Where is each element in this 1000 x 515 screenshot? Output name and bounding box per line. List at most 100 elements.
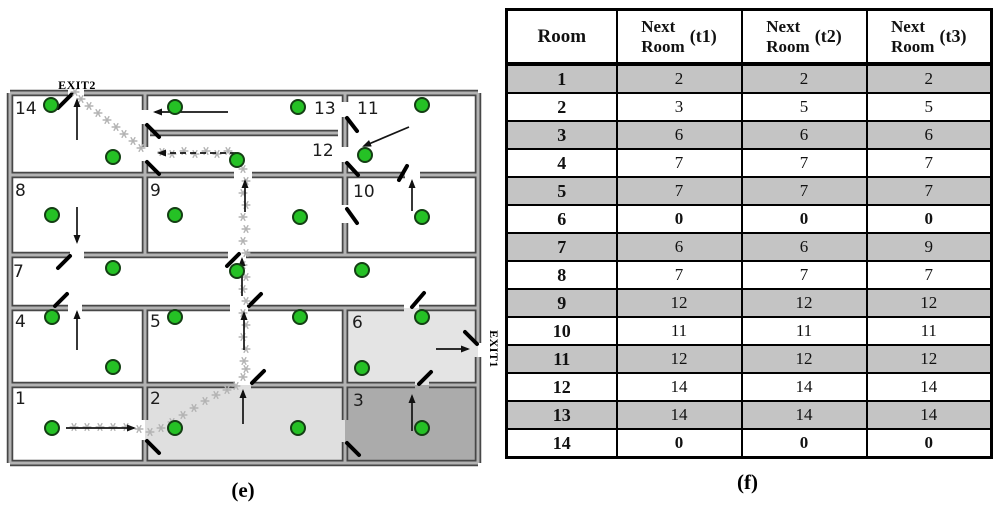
room-cell: 9 (505, 288, 618, 318)
next-room-cell: 0 (740, 204, 868, 234)
occupant-dot (292, 209, 308, 225)
occupant-dot (167, 99, 183, 115)
next-room-cell: 0 (740, 428, 868, 459)
room-cell: 5 (505, 176, 618, 206)
next-room-cell: 2 (740, 63, 868, 94)
door-2-3 (345, 441, 361, 457)
occupant-dot (105, 260, 121, 276)
path-star (156, 423, 166, 433)
path-star (95, 422, 105, 432)
next-room-cell: 0 (865, 428, 993, 459)
occupant-dot (167, 309, 183, 325)
room-cell: 8 (505, 260, 618, 290)
occupant-dot (290, 420, 306, 436)
path-star (241, 364, 251, 374)
door-9-7 (225, 252, 241, 268)
door-marks (53, 92, 479, 457)
path-star (84, 101, 94, 111)
path-star (111, 122, 121, 132)
path-star (157, 147, 167, 157)
occupant-dot (354, 262, 370, 278)
room-cell: 10 (505, 316, 618, 346)
next-room-cell: 7 (865, 260, 993, 290)
path-star (238, 212, 248, 222)
path-star (119, 129, 129, 139)
door-10-11 (397, 164, 409, 182)
right-caption: (f) (737, 470, 758, 494)
path-star (241, 248, 251, 258)
room-label-2: 2 (150, 389, 161, 409)
path-star (200, 396, 210, 406)
room-label-11: 11 (357, 99, 379, 119)
path-star (108, 422, 118, 432)
occupant-dot (292, 309, 308, 325)
occupant-dot (229, 263, 245, 279)
col-header-t3-label: Next Room (891, 17, 935, 56)
occupant-dot (43, 97, 59, 113)
occupant-dot (414, 420, 430, 436)
door-5-7 (247, 292, 263, 308)
room-label-9: 9 (150, 181, 161, 201)
occupant-dot (414, 209, 430, 225)
next-room-cell: 12 (740, 344, 868, 374)
room-label-4: 4 (15, 312, 26, 332)
occupant-dot (357, 147, 373, 163)
next-room-cell: 7 (865, 176, 993, 206)
room-cell: 14 (505, 428, 618, 459)
next-room-cell: 0 (865, 204, 993, 234)
path-star (241, 344, 251, 354)
room-cell: 7 (505, 232, 618, 262)
next-room-cell: 2 (615, 63, 743, 94)
next-room-cell: 11 (865, 316, 993, 346)
next-room-cell: 5 (740, 92, 868, 122)
door-1-2 (145, 439, 161, 455)
occupant-dot (105, 149, 121, 165)
room-fills (145, 308, 478, 463)
next-room-cell: 14 (865, 400, 993, 430)
room-label-6: 6 (352, 313, 363, 333)
next-room-cell: 7 (740, 176, 868, 206)
next-room-table: Room Next Room(t1) Next Room(t2) Next Ro… (505, 8, 993, 459)
path-star (76, 94, 86, 104)
path-star (238, 332, 248, 342)
path-star (238, 236, 248, 246)
path-star (121, 422, 131, 432)
col-header-t1-label: Next Room (641, 17, 685, 56)
next-room-cell: 7 (615, 148, 743, 178)
next-room-cell: 7 (865, 148, 993, 178)
path-star (238, 284, 248, 294)
next-room-cell: 11 (740, 316, 868, 346)
door-9-10 (345, 207, 359, 225)
door-7-6 (410, 291, 426, 309)
path-star (241, 296, 251, 306)
path-star (70, 87, 80, 97)
path-star (82, 422, 92, 432)
col-header-t2-tag: (t2) (814, 26, 842, 46)
path-star (189, 403, 199, 413)
routing-table-panel: Room Next Room(t1) Next Room(t2) Next Ro… (505, 8, 993, 495)
path-star (134, 424, 144, 434)
next-room-cell: 0 (615, 204, 743, 234)
door-2-5 (250, 369, 266, 385)
room-cell: 3 (505, 120, 618, 150)
door-6-3 (417, 370, 433, 386)
next-room-cell: 7 (740, 148, 868, 178)
room-label-7: 7 (13, 262, 24, 282)
next-room-cell: 7 (740, 260, 868, 290)
path-star (241, 200, 251, 210)
occupant-dot (354, 360, 370, 376)
evacuation-path-stars (69, 87, 251, 437)
col-header-t2: Next Room(t2) (740, 8, 868, 66)
col-header-room: Room (505, 8, 618, 66)
path-star (238, 372, 248, 382)
